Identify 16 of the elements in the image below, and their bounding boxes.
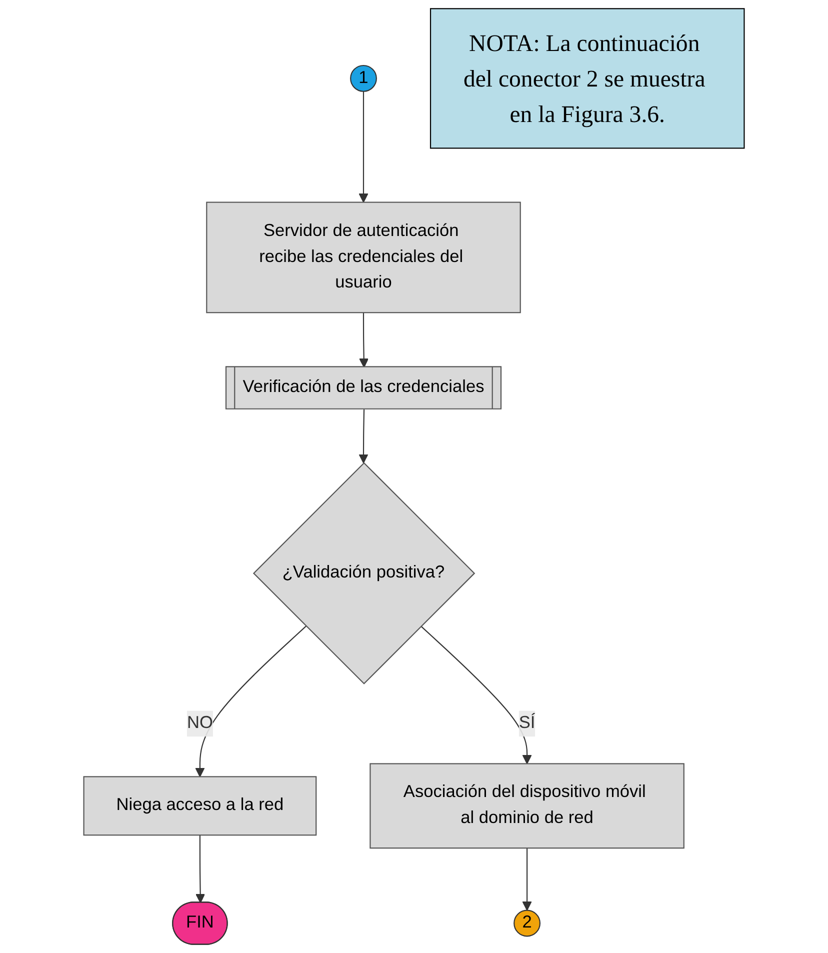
- node-box: Asociación del dispositivo móvil al dominio de red: [370, 763, 684, 849]
- node-box: Niega acceso a la red: [83, 776, 317, 836]
- arrow: [358, 409, 368, 464]
- edge-label: SÍ: [518, 714, 536, 732]
- node-diamond: ¿Validación positiva?: [252, 462, 476, 684]
- arrow: [195, 626, 306, 778]
- arrow: [358, 91, 368, 203]
- arrow: [522, 848, 532, 911]
- node-circle: 1: [350, 64, 377, 92]
- node-box: Servidor de autenticación recibe las credenciales del usuario: [206, 202, 521, 314]
- node-box: NOTA: La continuación del conector 2 se muestra en la Figura 3.6.: [430, 8, 745, 149]
- node-circle: 2: [514, 910, 540, 937]
- arrow: [420, 626, 532, 764]
- edge-label: NO: [186, 714, 213, 732]
- arrow: [359, 312, 369, 368]
- arrow: [196, 835, 206, 904]
